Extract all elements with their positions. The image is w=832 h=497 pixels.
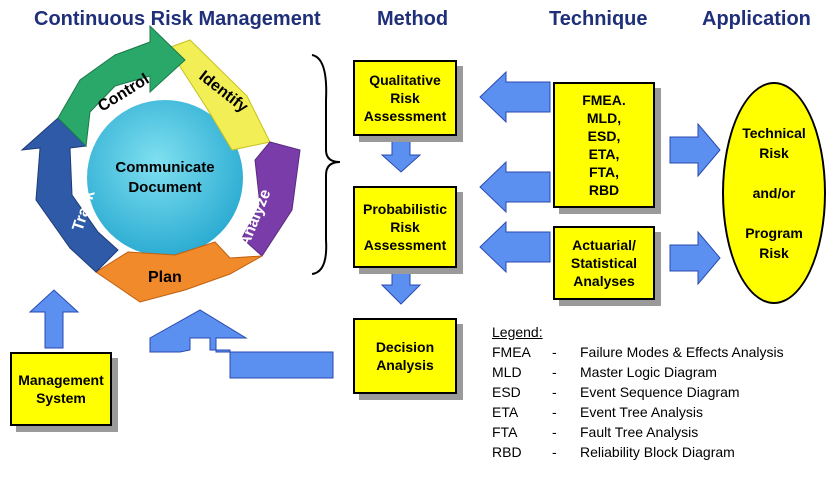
legend-full: Event Tree Analysis [580,404,703,420]
arrow-left-2 [479,160,551,214]
box-decision-analysis: Decision Analysis [353,318,457,394]
header-crm: Continuous Risk Management [34,8,321,30]
legend-abbr: FMEA [492,344,531,360]
legend-item: FMEA - Failure Modes & Effects Analysis [492,342,784,362]
legend-item: MLD - Master Logic Diagram [492,362,717,382]
center-line-1: Communicate [115,159,214,176]
legend-item: ETA - Event Tree Analysis [492,402,703,422]
legend-abbr: ETA [492,404,519,420]
arrow-left-3 [479,220,551,274]
legend-title: Legend: [492,324,543,340]
legend-dash: - [552,404,557,420]
legend-dash: - [552,424,557,440]
arrow-down-2 [380,269,422,305]
legend-item: RBD - Reliability Block Diagram [492,442,735,462]
header-method: Method [377,8,449,30]
legend-dash: - [552,364,557,380]
legend-full: Event Sequence Diagram [580,384,740,400]
header-application: Application [702,8,811,30]
legend: Legend: FMEA - Failure Modes & Effects Ana… [492,322,784,462]
legend-full: Master Logic Diagram [580,364,717,380]
legend-item: FTA - Fault Tree Analysis [492,422,698,442]
arrow-feedback [149,309,334,379]
arrow-left-1 [479,70,551,124]
center-line-2: Document [128,179,201,196]
legend-full: Failure Modes & Effects Analysis [580,344,784,360]
box-techniques-list: FMEA. MLD, ESD, ETA, FTA, RBD [553,82,655,208]
arrow-right-2 [669,230,721,286]
label-plan: Plan [148,269,182,286]
arrow-down-1 [380,139,422,173]
arrow-up-management [28,289,80,349]
application-ellipse: Technical Risk and/or Program Risk [722,82,826,304]
box-actuarial-statistical: Actuarial/ Statistical Analyses [553,226,655,300]
segment-plan [95,241,263,303]
legend-abbr: MLD [492,364,522,380]
legend-dash: - [552,444,557,460]
brace [311,54,341,275]
segment-analyze [241,141,301,257]
legend-full: Reliability Block Diagram [580,444,735,460]
cycle-center [87,100,243,256]
legend-full: Fault Tree Analysis [580,424,699,440]
legend-dash: - [552,344,557,360]
arrow-right-1 [669,122,721,178]
legend-abbr: RBD [492,444,522,460]
segment-control [57,24,186,148]
legend-abbr: FTA [492,424,518,440]
legend-item: ESD - Event Sequence Diagram [492,382,740,402]
header-technique: Technique [549,8,648,30]
box-probabilistic-risk-assessment: Probabilistic Risk Assessment [353,186,457,268]
legend-abbr: ESD [492,384,521,400]
box-qualitative-risk-assessment: Qualitative Risk Assessment [353,60,457,136]
box-management-system: Management System [10,352,112,426]
legend-dash: - [552,384,557,400]
